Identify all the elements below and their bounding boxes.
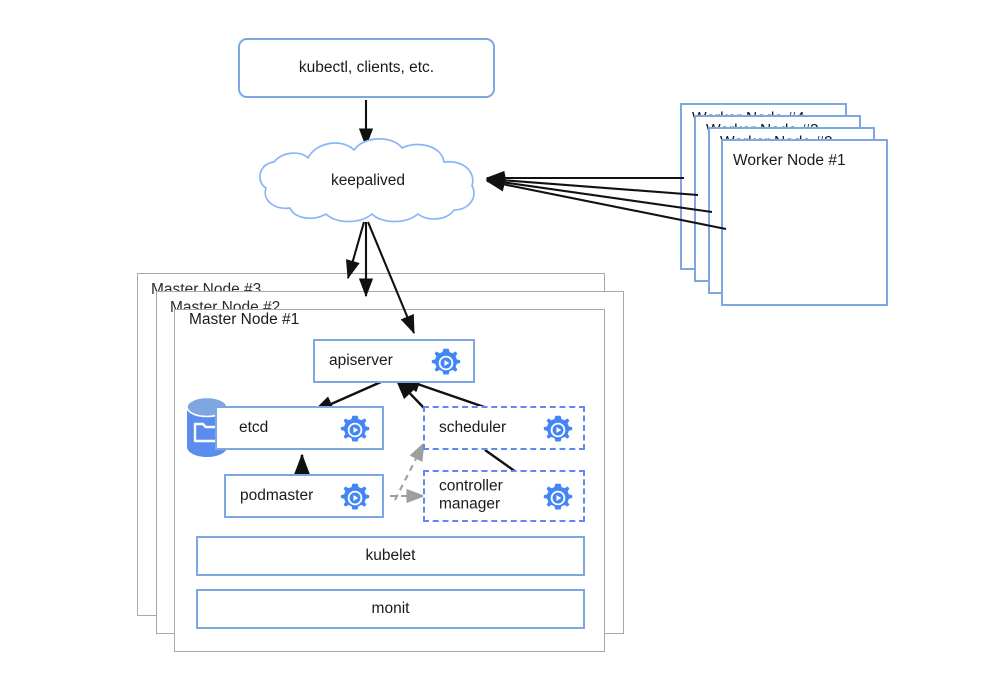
podmaster-label: podmaster [240, 486, 314, 504]
scheduler-box[interactable]: scheduler [423, 406, 585, 450]
gear-play-icon [340, 483, 370, 510]
gear-play-icon [543, 483, 573, 510]
cloud-shape-icon [259, 138, 475, 223]
kubelet-box[interactable]: kubelet [196, 536, 585, 576]
gear-play-icon [431, 348, 461, 375]
worker-node-card-1[interactable] [721, 139, 888, 306]
etcd-box[interactable]: etcd [215, 406, 384, 450]
monit-label: monit [371, 599, 410, 617]
arrow-cloud-to-master3 [345, 221, 366, 280]
apiserver-label: apiserver [329, 351, 393, 369]
scheduler-label: scheduler [439, 418, 507, 436]
worker-node-card-1-label: Worker Node #1 [733, 152, 846, 169]
arrow-worker2-to-cloud [485, 175, 713, 214]
kubelet-label: kubelet [365, 546, 416, 564]
controller-manager-label: controller manager [439, 477, 503, 513]
etcd-label: etcd [239, 418, 269, 436]
controller-manager-box[interactable]: controller manager [423, 470, 585, 522]
arrow-worker3-to-cloud [485, 173, 699, 197]
keepalived-label: keepalived [330, 172, 406, 189]
keepalived-cloud[interactable]: keepalived [250, 138, 486, 224]
clients-box-label: kubectl, clients, etc. [298, 58, 435, 76]
master-node-card-1-label: Master Node #1 [189, 311, 300, 328]
apiserver-box[interactable]: apiserver [313, 339, 475, 383]
clients-box[interactable]: kubectl, clients, etc. [238, 38, 495, 98]
gear-play-icon [340, 415, 370, 442]
podmaster-box[interactable]: podmaster [224, 474, 384, 518]
gear-play-icon [543, 415, 573, 442]
monit-box[interactable]: monit [196, 589, 585, 629]
